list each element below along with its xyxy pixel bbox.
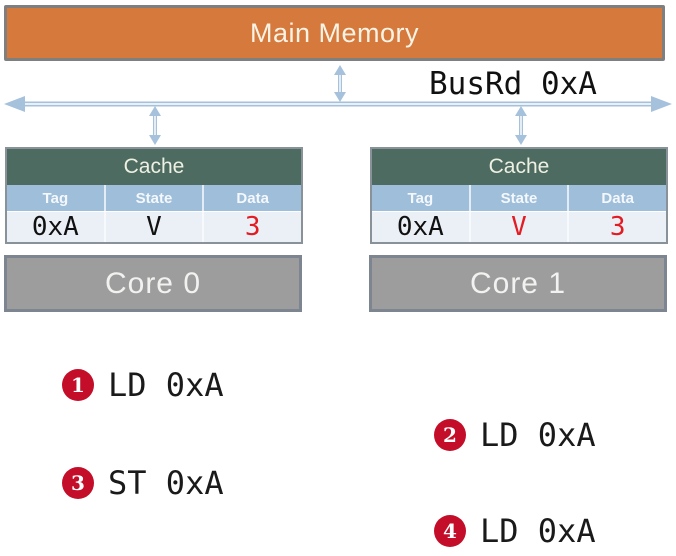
- cache0-tag-cell: 0xA: [31, 212, 79, 242]
- step-item-3: 3 ST 0xA: [62, 464, 224, 502]
- cache0-state-cell: V: [103, 212, 203, 242]
- step-label: LD 0xA: [108, 366, 224, 404]
- cache0-column-headers: Tag State Data: [7, 185, 301, 211]
- cache1-box: Cache Tag State Data 0xA V 3: [370, 147, 668, 244]
- cache1-bus-arrow: [515, 106, 527, 145]
- column-header-state: State: [103, 185, 203, 211]
- cache0-box: Cache Tag State Data 0xA V 3: [5, 147, 303, 244]
- cache0-bus-arrow: [149, 106, 161, 145]
- main-memory-label: Main Memory: [249, 17, 420, 48]
- main-memory-box: Main Memory: [4, 5, 665, 61]
- cache1-tag-cell: 0xA: [396, 212, 444, 242]
- cache1-title: Cache: [372, 149, 666, 185]
- step-item-2: 2 LD 0xA: [434, 416, 596, 454]
- cache1-entry-row: 0xA V 3: [372, 211, 666, 242]
- step-number-badge: 3: [62, 467, 94, 499]
- cache1-data-cell: 3: [567, 212, 666, 242]
- column-header-data: Data: [202, 185, 301, 211]
- step-number-badge: 2: [434, 419, 466, 451]
- column-header-tag: Tag: [407, 189, 434, 207]
- step-item-1: 1 LD 0xA: [62, 366, 224, 404]
- core1-box: Core 1: [369, 255, 667, 312]
- core0-box: Core 0: [4, 255, 302, 312]
- column-header-data: Data: [567, 185, 666, 211]
- cache1-column-headers: Tag State Data: [372, 185, 666, 211]
- step-number-badge: 1: [62, 369, 94, 401]
- cache0-entry-row: 0xA V 3: [7, 211, 301, 242]
- step-label: LD 0xA: [480, 416, 596, 454]
- cache0-title: Cache: [7, 149, 301, 185]
- bus-transaction-label: BusRd 0xA: [429, 66, 597, 102]
- cache1-state-cell: V: [468, 212, 568, 242]
- core1-label: Core 1: [469, 266, 567, 300]
- step-number-badge: 4: [434, 515, 466, 547]
- step-label: ST 0xA: [108, 464, 224, 502]
- memory-bus-arrow: [334, 65, 346, 102]
- column-header-state: State: [468, 185, 568, 211]
- step-item-4: 4 LD 0xA: [434, 512, 596, 550]
- core0-label: Core 0: [104, 266, 202, 300]
- column-header-tag: Tag: [42, 189, 69, 207]
- step-label: LD 0xA: [480, 512, 596, 550]
- cache0-data-cell: 3: [202, 212, 301, 242]
